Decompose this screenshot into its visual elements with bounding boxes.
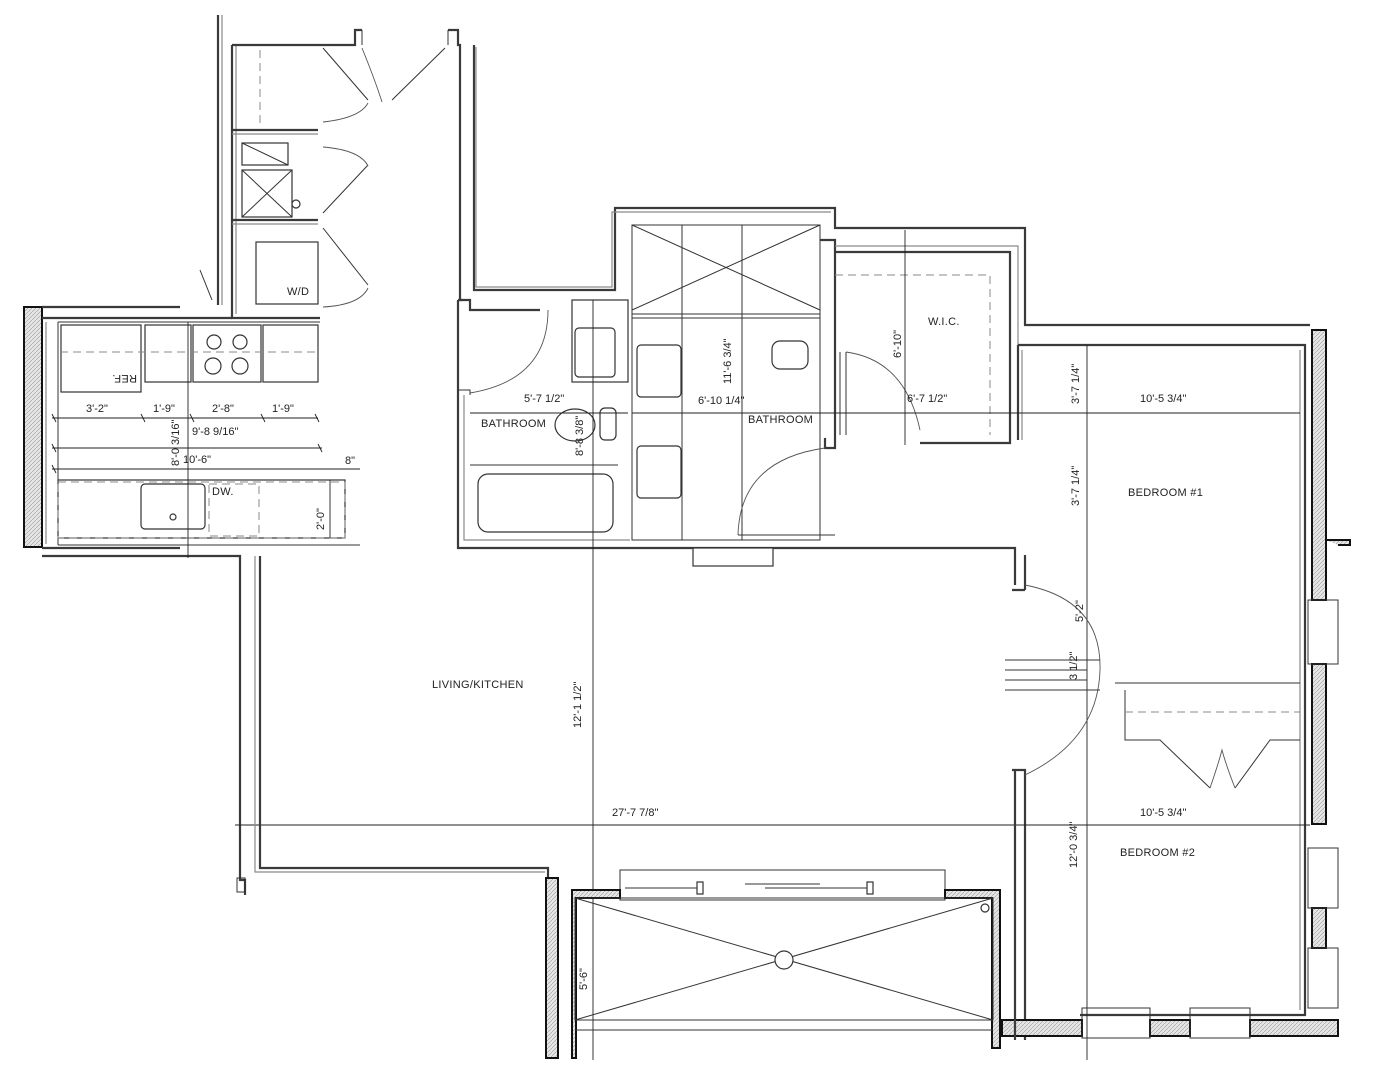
dim-bath1-width: 5'-7 1/2" bbox=[524, 393, 565, 405]
dim-kitchen-run: 9'-8 9/16" bbox=[192, 426, 239, 438]
room-label-wic: W.I.C. bbox=[928, 316, 960, 328]
living-balcony bbox=[236, 556, 1017, 1059]
dim-wic-length: 6'-10" bbox=[892, 329, 904, 358]
dim-bed-partition: 3 1/2" bbox=[1068, 651, 1080, 680]
dim-bed1-width: 10'-5 3/4" bbox=[1140, 393, 1187, 405]
bathroom-2 bbox=[631, 224, 837, 567]
dim-kitchen-ref: 3'-2" bbox=[86, 403, 108, 415]
dim-kitchen-cab1: 1'-9" bbox=[153, 403, 175, 415]
dim-wic-width: 6'-7 1/2" bbox=[907, 393, 948, 405]
dim-bed2-depth: 12'-0 3/4" bbox=[1068, 821, 1080, 868]
dim-bed2-width: 10'-5 3/4" bbox=[1140, 807, 1187, 819]
bathroom-1 bbox=[456, 298, 1017, 1060]
bedrooms bbox=[235, 329, 1351, 1060]
dim-kitchen-cab2: 1'-9" bbox=[272, 403, 294, 415]
fixture-label-dishwasher: DW. bbox=[212, 486, 234, 498]
dim-kitchen-range: 2'-8" bbox=[212, 403, 234, 415]
room-label-living-kitchen: LIVING/KITCHEN bbox=[432, 679, 524, 691]
room-label-bathroom-2: BATHROOM bbox=[748, 414, 814, 426]
room-label-bathroom-1: BATHROOM bbox=[481, 418, 547, 430]
dim-living-width: 27'-7 7/8" bbox=[612, 807, 659, 819]
dim-kitchen-depth: 8'-0 3/16" bbox=[170, 419, 182, 466]
kitchen bbox=[23, 305, 360, 895]
room-label-bedroom-2: BEDROOM #2 bbox=[1120, 847, 1196, 859]
dim-bed-door: 5'-2" bbox=[1074, 600, 1086, 622]
dim-island-overhang: 8" bbox=[345, 455, 356, 467]
dim-bath2-width: 6'-10 1/4" bbox=[698, 395, 745, 407]
fixture-label-washer-dryer: W/D bbox=[287, 286, 310, 298]
entry-laundry-walls bbox=[199, 15, 1310, 327]
dim-bath2-length: 11'-6 3/4" bbox=[722, 338, 734, 384]
dim-bed1-upper: 3'-7 1/4" bbox=[1070, 363, 1082, 404]
fixture-label-refrigerator: REF. bbox=[112, 372, 138, 384]
dim-island-depth: 2'-0" bbox=[315, 508, 327, 530]
dim-bed1-lower: 3'-7 1/4" bbox=[1070, 465, 1082, 506]
dim-balcony-depth: 5'-6" bbox=[578, 968, 590, 990]
dim-bath1-length: 8'-8 3/8" bbox=[574, 415, 586, 456]
room-label-bedroom-1: BEDROOM #1 bbox=[1128, 487, 1204, 499]
dim-kitchen-total: 10'-6" bbox=[183, 454, 212, 466]
dim-living-depth: 12'-1 1/2" bbox=[572, 681, 584, 728]
